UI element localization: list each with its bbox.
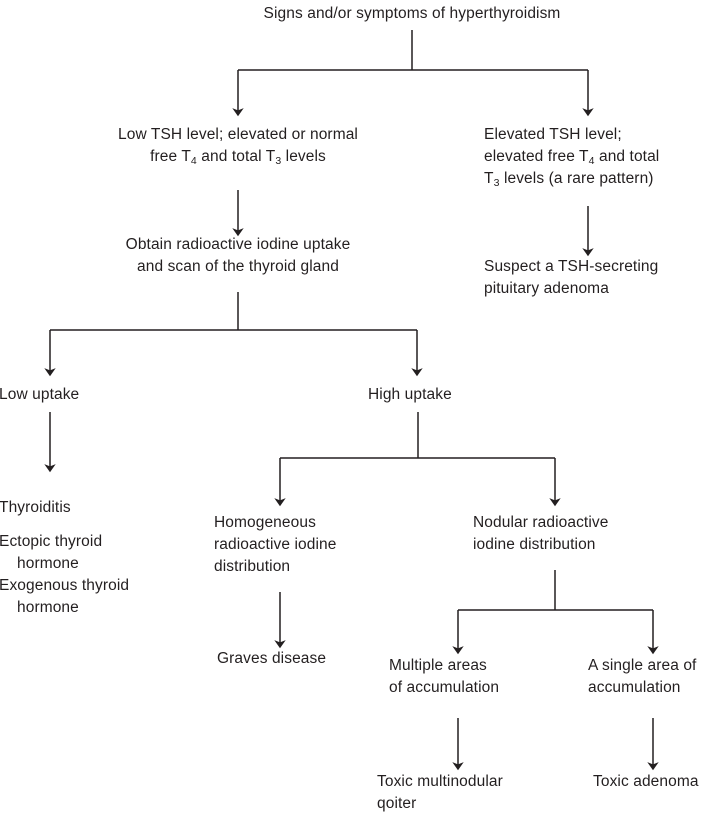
node-thyroiditis: Thyroiditis xyxy=(0,499,71,516)
node-low-uptake: Low uptake xyxy=(0,386,80,403)
node-single-area-of-accumulation: A single area of accumulation xyxy=(588,657,697,696)
t3-subscript: 3 xyxy=(493,177,500,189)
node-multiple-areas-of-accumulation: Multiple areas of accumulation xyxy=(389,657,500,696)
t4-subscript: 4 xyxy=(190,155,197,167)
node-exogenous-thyroid-hormone: Exogenous thyroid hormone xyxy=(0,575,189,619)
elevated-tsh-line2-b: and total xyxy=(594,148,660,165)
exogenous-thyroid-line1: Exogenous thyroid xyxy=(0,577,130,594)
node-obtain-radioactive-iodine-uptake: Obtain radioactive iodine uptake and sca… xyxy=(125,236,351,275)
node-homogeneous-distribution: Homogeneous radioactive iodine distribut… xyxy=(214,514,337,575)
ectopic-thyroid-line2: hormone xyxy=(17,555,79,572)
node-toxic-adenoma: Toxic adenoma xyxy=(593,773,699,790)
node-ectopic-thyroid-hormone: Ectopic thyroid hormone xyxy=(0,531,189,575)
node-graves-disease: Graves disease xyxy=(217,650,327,667)
low-tsh-line2-c: levels xyxy=(281,148,326,165)
node-low-tsh: Low TSH level; elevated or normal free T4… xyxy=(78,124,398,168)
elevated-tsh-line2-a: elevated free T xyxy=(484,148,589,165)
exogenous-thyroid-line2: hormone xyxy=(17,599,79,616)
t4-subscript: 4 xyxy=(588,155,595,167)
node-pituitary-adenoma: Suspect a TSH-secreting pituitary adenom… xyxy=(484,258,659,297)
low-tsh-line2-a: free T xyxy=(150,148,191,165)
node-nodular-distribution: Nodular radioactive iodine distribution xyxy=(473,514,609,553)
node-root: Signs and/or symptoms of hyperthyroidism xyxy=(263,5,561,22)
t3-subscript: 3 xyxy=(275,155,282,167)
node-toxic-multinodular-goiter: Toxic multinodular qoiter xyxy=(377,773,503,812)
elevated-tsh-line1: Elevated TSH level; xyxy=(484,126,622,143)
low-tsh-line2-b: and total T xyxy=(196,148,276,165)
low-tsh-line1: Low TSH level; elevated or normal xyxy=(118,126,358,143)
elevated-tsh-line3-b: levels (a rare pattern) xyxy=(499,170,654,187)
node-elevated-tsh: Elevated TSH level; elevated free T4 and … xyxy=(484,124,716,190)
elevated-tsh-line3-a: T xyxy=(484,170,494,187)
node-high-uptake: High uptake xyxy=(368,386,452,403)
ectopic-thyroid-line1: Ectopic thyroid xyxy=(0,533,103,550)
